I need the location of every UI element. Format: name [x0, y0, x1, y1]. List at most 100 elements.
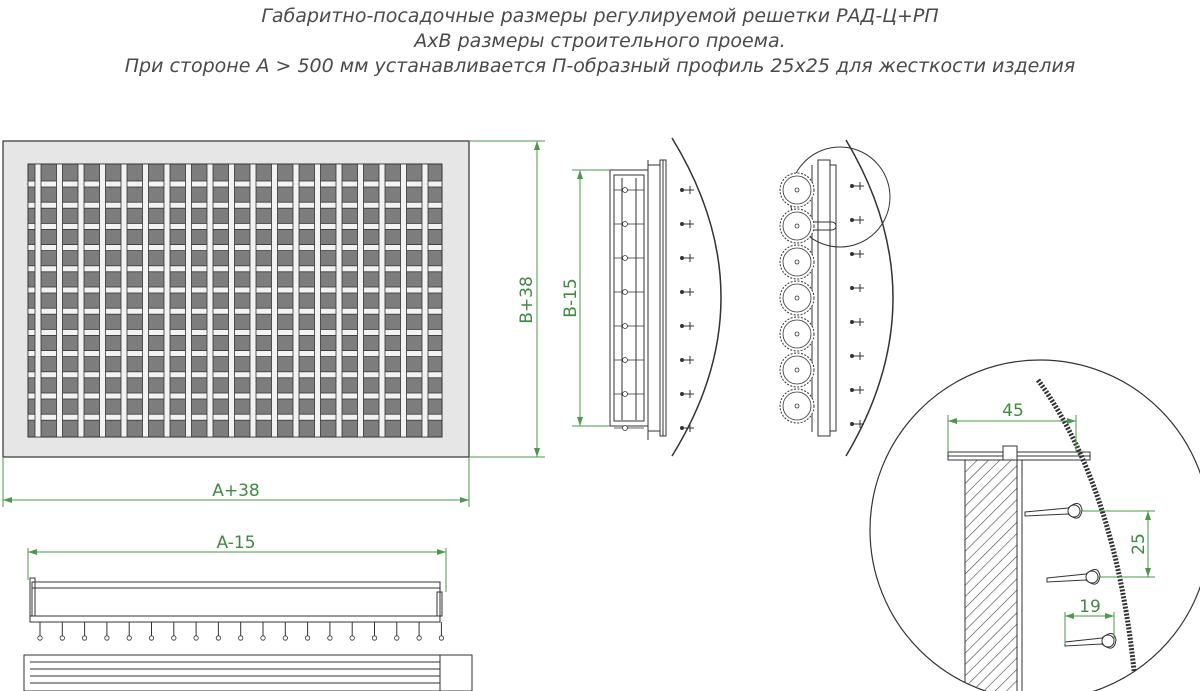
vertical-blade [357, 163, 364, 438]
dimension-25-label: 25 [1129, 533, 1149, 555]
pin-head [850, 286, 854, 290]
front-horizontal-blades [27, 180, 443, 421]
bottom-pin-head [126, 635, 132, 641]
pin-head [850, 422, 854, 426]
pin-head [850, 354, 854, 358]
dimension-b15-label: B-15 [561, 278, 581, 317]
dimension-45: 45 [947, 401, 1077, 452]
vertical-blade [77, 163, 85, 438]
vertical-blade [120, 163, 128, 438]
dimension-a38: A+38 [2, 457, 470, 507]
bottom-pin-head [416, 635, 422, 641]
vertical-blade [34, 163, 42, 438]
pin-clip [854, 284, 864, 292]
pivot-joint [622, 391, 628, 397]
pivot-joint [622, 357, 628, 363]
pin-clip [854, 182, 864, 190]
vertical-blade [249, 163, 257, 438]
bottom-pin-head [238, 635, 244, 641]
dimension-a15: A-15 [27, 533, 447, 592]
pivot-joint [622, 187, 628, 193]
gear-inner [782, 247, 812, 277]
pin-clip [684, 390, 694, 398]
gear-hub [794, 187, 800, 193]
horizontal-blade [27, 371, 443, 379]
detail-blade-3 [1064, 633, 1117, 649]
vertical-blade [271, 163, 278, 438]
side-view-1 [609, 137, 722, 457]
pin-head [850, 252, 854, 256]
pin-clip [854, 420, 864, 428]
dimension-b38-label: B+38 [517, 276, 537, 324]
pin-head [680, 392, 684, 396]
front-vertical-blades [34, 163, 429, 438]
gear-inner [782, 283, 812, 313]
bottom-pin-head [215, 635, 221, 641]
gear-hub [794, 259, 800, 265]
horizontal-blade [27, 222, 443, 230]
pin-head [680, 426, 684, 430]
side-view-2 [779, 139, 894, 457]
pivot-joint [622, 289, 628, 295]
pin-clip [684, 220, 694, 228]
pivot-joint [622, 221, 628, 227]
bottom-pin-head [349, 635, 355, 641]
gear-hub [794, 295, 800, 301]
dimension-19: 19 [1064, 597, 1115, 644]
horizontal-blade [27, 392, 443, 400]
pin-clip [854, 352, 864, 360]
pin-clip [684, 186, 694, 194]
detail-view: 45 25 19 [869, 359, 1200, 691]
pin-clip [854, 250, 864, 258]
vertical-blade [56, 163, 63, 438]
horizontal-blade [27, 413, 443, 421]
vertical-blade [400, 163, 407, 438]
pin-clip [684, 288, 694, 296]
pin-head [680, 290, 684, 294]
title-line-3: При стороне А > 500 мм устанавливается П… [124, 55, 1076, 77]
pin-clip [854, 318, 864, 326]
bottom-pin-head [171, 635, 177, 641]
horizontal-blade [27, 244, 443, 252]
pivot-joint [622, 323, 628, 329]
pin-head [680, 324, 684, 328]
pin-clip [684, 424, 694, 432]
pin-head [850, 184, 854, 188]
bottom-pin-head [260, 635, 266, 641]
gear-inner [782, 211, 812, 241]
dimension-45-label: 45 [1002, 401, 1024, 421]
bottom-pin-head [327, 635, 333, 641]
vertical-blade [142, 163, 149, 438]
horizontal-blade [27, 328, 443, 336]
pivot-joint [622, 255, 628, 261]
vertical-blade [378, 163, 386, 438]
pin-clip [854, 216, 864, 224]
gear-hub [794, 367, 800, 373]
vertical-blade [335, 163, 343, 438]
pin-clip [684, 356, 694, 364]
dimension-a15-label: A-15 [216, 533, 255, 553]
dimension-b38: B+38 [469, 140, 545, 458]
vertical-blade [314, 163, 321, 438]
gear-inner [782, 355, 812, 385]
pin-head [680, 222, 684, 226]
front-grid [27, 163, 443, 438]
pin-head [680, 256, 684, 260]
title-line-1: Габаритно-посадочные размеры регулируемо… [261, 5, 939, 27]
drawing-title: Габаритно-посадочные размеры регулируемо… [0, 4, 1200, 79]
bottom-pin-head [193, 635, 199, 641]
pin-clip [684, 254, 694, 262]
pin-head [850, 320, 854, 324]
title-line-2: AxB размеры строительного проема. [414, 30, 786, 52]
vertical-blade [228, 163, 235, 438]
gear-inner [782, 175, 812, 205]
gear-hub [794, 223, 800, 229]
bottom-pin-head [304, 635, 311, 641]
pivot-joint [622, 425, 628, 431]
front-view [2, 140, 470, 458]
bottom-pin-head [282, 635, 288, 641]
vertical-blade [206, 163, 214, 438]
bottom-pin-head [59, 635, 65, 641]
dimension-25: 25 [1080, 510, 1155, 578]
